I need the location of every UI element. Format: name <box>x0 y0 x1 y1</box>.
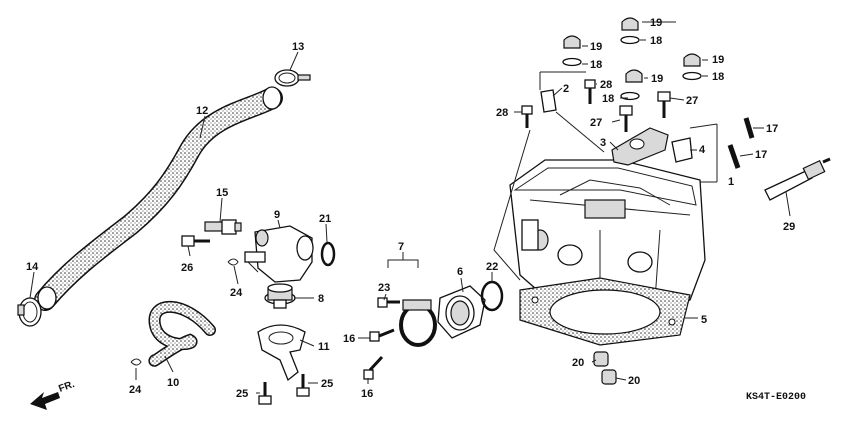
callout-19-d: 19 <box>651 73 663 85</box>
callout-4: 4 <box>699 144 706 156</box>
callout-18-c: 18 <box>712 71 724 83</box>
callout-7: 7 <box>398 241 404 253</box>
front-direction-arrow: FR. <box>30 379 76 410</box>
bolt-23 <box>377 297 400 308</box>
bolt-27-right <box>657 91 671 118</box>
clip-24-upper <box>227 258 239 266</box>
callout-19-a: 19 <box>650 17 662 29</box>
callout-16-lower: 16 <box>361 388 373 400</box>
callout-23: 23 <box>378 282 390 294</box>
thermostat <box>264 283 296 309</box>
callout-26: 26 <box>181 262 193 274</box>
cap-20-lower <box>601 369 617 385</box>
callout-12: 12 <box>196 105 208 117</box>
callout-11: 11 <box>318 341 330 353</box>
callout-18-b: 18 <box>590 59 602 71</box>
carburetor-insulator <box>437 285 486 339</box>
callout-28-left: 28 <box>496 107 508 119</box>
dowel-pin-4 <box>671 137 693 163</box>
callout-27-right: 27 <box>686 95 698 107</box>
bolt-28-left <box>521 105 533 128</box>
callout-24-upper: 24 <box>230 287 243 299</box>
callout-21: 21 <box>319 213 331 225</box>
front-direction-label: FR. <box>57 379 76 395</box>
o-ring-21 <box>320 241 336 267</box>
hose-clamp-13 <box>274 69 311 87</box>
hose-clamp-14 <box>17 297 42 327</box>
bolt-26 <box>181 235 210 247</box>
cap-nut-19-d <box>625 69 643 83</box>
dowel-pin-2 <box>540 89 557 113</box>
bolt-25-left <box>258 382 272 405</box>
callout-3: 3 <box>600 137 606 149</box>
callout-5: 5 <box>701 314 707 326</box>
temperature-sensor <box>204 219 242 235</box>
callout-28-right: 28 <box>600 79 612 91</box>
bypass-hose <box>148 300 216 367</box>
cylinder-head-gasket <box>519 277 691 346</box>
callout-19-c: 19 <box>712 54 724 66</box>
callout-10: 10 <box>167 377 179 389</box>
bolt-28-right <box>584 79 596 104</box>
cap-nut-19-b <box>563 35 581 49</box>
spark-plug <box>764 157 831 201</box>
bolt-16-lower <box>363 355 384 380</box>
callout-15: 15 <box>216 187 228 199</box>
callout-9: 9 <box>274 209 280 221</box>
callout-6: 6 <box>457 266 463 278</box>
callout-1: 1 <box>728 176 734 188</box>
camshaft-holder <box>611 127 669 166</box>
callout-8: 8 <box>318 293 324 305</box>
diagram-code: KS4T-E0200 <box>746 392 806 403</box>
callout-17-upper: 17 <box>766 123 778 135</box>
radiator-hose <box>34 86 283 311</box>
stud-17-upper <box>743 117 755 139</box>
cap-nut-19-a <box>621 17 639 31</box>
callout-14: 14 <box>26 261 39 273</box>
washer-18-c <box>682 71 702 81</box>
callout-13: 13 <box>292 41 304 53</box>
callout-17-lower: 17 <box>755 149 767 161</box>
clip-24-lower <box>130 358 142 366</box>
insulator-clamp <box>399 299 437 347</box>
callout-18-d: 18 <box>602 93 614 105</box>
thermostat-housing <box>244 225 314 283</box>
callout-22: 22 <box>486 261 498 273</box>
cylinder-head <box>509 159 706 321</box>
stud-17-lower <box>727 144 741 169</box>
callout-25-right: 25 <box>321 378 333 390</box>
thermostat-cover <box>257 324 306 382</box>
callout-29: 29 <box>783 221 795 233</box>
cap-nut-19-c <box>683 53 701 67</box>
o-ring-22 <box>480 280 504 312</box>
callout-24-lower: 24 <box>129 384 142 396</box>
washer-18-a <box>620 35 640 45</box>
washer-18-b <box>562 57 582 67</box>
callout-20-lower: 20 <box>628 375 640 387</box>
cap-20-upper <box>593 351 609 367</box>
callout-16-upper: 16 <box>343 333 355 345</box>
callout-2: 2 <box>563 83 569 95</box>
callout-27-left: 27 <box>590 117 602 129</box>
callout-20-upper: 20 <box>572 357 584 369</box>
callout-25-left: 25 <box>236 388 248 400</box>
bolt-25-right <box>296 374 310 397</box>
leader-lines <box>29 21 791 394</box>
callout-labels: 1 2 3 4 5 6 7 8 9 10 11 12 13 14 15 16 1… <box>26 17 795 400</box>
callout-19-b: 19 <box>590 41 602 53</box>
bolt-16-upper <box>369 328 395 342</box>
callout-18-a: 18 <box>650 35 662 47</box>
bolt-27-left <box>619 105 633 132</box>
